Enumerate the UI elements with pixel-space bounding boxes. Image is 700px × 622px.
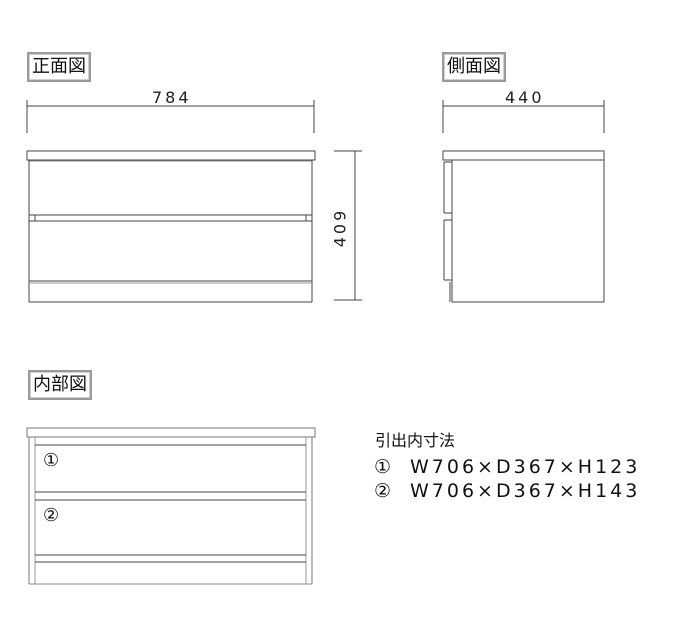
drawer-spec-marker: ② bbox=[374, 480, 392, 502]
front-width-dimension bbox=[26, 100, 315, 133]
drawer-spec-marker: ① bbox=[374, 456, 392, 478]
side-view-label: 側面図 bbox=[442, 52, 506, 82]
drawer-spec-row-2: ② W706×D367×H143 bbox=[374, 480, 640, 502]
side-depth-value: 440 bbox=[505, 88, 545, 107]
drawer-specs-title: 引出内寸法 bbox=[375, 431, 456, 450]
front-height-dimension bbox=[334, 150, 362, 301]
side-depth-dimension bbox=[442, 100, 605, 133]
drawer-spec-row-1: ① W706×D367×H123 bbox=[374, 456, 640, 478]
front-width-value: 784 bbox=[152, 88, 192, 107]
front-view-label: 正面図 bbox=[27, 52, 91, 82]
side-cabinet bbox=[442, 150, 605, 303]
interior-cabinet bbox=[26, 427, 316, 585]
drawer-spec-value: W706×D367×H143 bbox=[410, 480, 641, 502]
interior-view-label: 内部図 bbox=[28, 370, 92, 400]
front-height-value: 409 bbox=[330, 207, 350, 248]
drawer-spec-value: W706×D367×H123 bbox=[410, 456, 641, 478]
drawer-2-marker: ② bbox=[43, 505, 60, 526]
drawer-1-marker: ① bbox=[43, 450, 60, 471]
front-cabinet bbox=[26, 150, 316, 303]
